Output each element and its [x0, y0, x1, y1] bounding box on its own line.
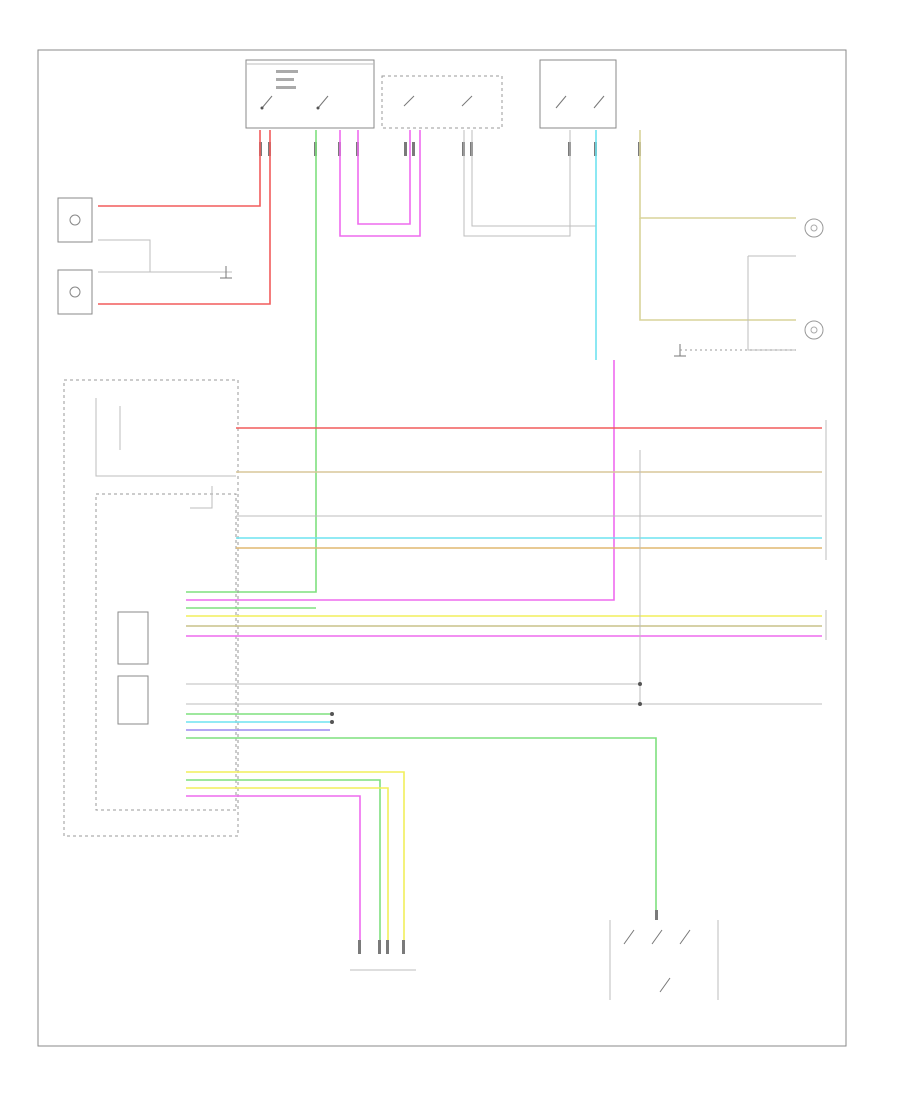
- connector-icon: [412, 142, 415, 156]
- left-upper-lamp: [57, 197, 93, 243]
- bulb-icon: [69, 214, 81, 226]
- yellow-wire-lower-1: [186, 771, 405, 950]
- red-wire-lower-lamp: [98, 130, 271, 305]
- switch-icon: [659, 977, 671, 993]
- magenta-loop-wire: [339, 130, 421, 237]
- gray-bus-wire-lower: [186, 450, 822, 705]
- switch-icon: [260, 95, 273, 110]
- green-wire-lower: [186, 779, 381, 950]
- green-wire-vertical: [186, 130, 317, 593]
- red-wire-upper-lamp: [98, 130, 261, 207]
- splice-dot-icon: [638, 702, 642, 706]
- switch-icon: [461, 95, 473, 107]
- bulb-icon: [804, 218, 824, 238]
- connector-icon: [378, 940, 381, 954]
- gray-loop-wire: [463, 130, 571, 237]
- gray-wire-left-lamps: [98, 239, 232, 273]
- switch-icon: [651, 929, 663, 945]
- switch-icon: [316, 95, 329, 110]
- gray-loop-wire-inner: [471, 130, 596, 227]
- splice-dot-icon: [330, 712, 334, 716]
- switch-icon: [679, 929, 691, 945]
- switch-icon: [623, 929, 635, 945]
- lower-left-connector: [350, 940, 416, 971]
- splice-dot-icon: [330, 720, 334, 724]
- magenta-wire-vertical-right: [186, 360, 615, 601]
- bulb-icon: [804, 320, 824, 340]
- magenta-loop-wire-inner: [357, 130, 411, 225]
- gray-wire-right: [747, 255, 796, 351]
- internal-switch-module-1: [117, 611, 149, 665]
- bulb-icon: [69, 286, 81, 298]
- connector-icon: [404, 142, 407, 156]
- switch-icon: [555, 95, 567, 109]
- yellow-wire-lower-2: [186, 787, 389, 950]
- connector-icon: [655, 910, 658, 920]
- ground-icon: [220, 266, 232, 279]
- top-center-relay-box: [381, 75, 503, 129]
- green-wire-to-switch: [186, 737, 657, 918]
- right-upper-lamp: [804, 218, 824, 238]
- top-right-switch-box: [539, 59, 617, 129]
- connector-icon: [402, 940, 405, 954]
- top-left-switch-box: [245, 59, 375, 129]
- magenta-wire-lower: [186, 795, 361, 950]
- left-lower-lamp: [57, 269, 93, 315]
- splice-dot-icon: [638, 682, 642, 686]
- internal-switch-module-2: [117, 675, 149, 725]
- olive-wire-right-lower: [639, 218, 796, 321]
- lower-right-combination-switch: [609, 910, 719, 1000]
- diagram-frame: [37, 49, 847, 1047]
- switch-icon: [403, 95, 415, 107]
- connector-icon: [358, 940, 361, 954]
- olive-wire-right-upper: [639, 130, 796, 219]
- connector-icon: [386, 940, 389, 954]
- switch-icon: [593, 95, 605, 109]
- right-lower-lamp: [804, 320, 824, 340]
